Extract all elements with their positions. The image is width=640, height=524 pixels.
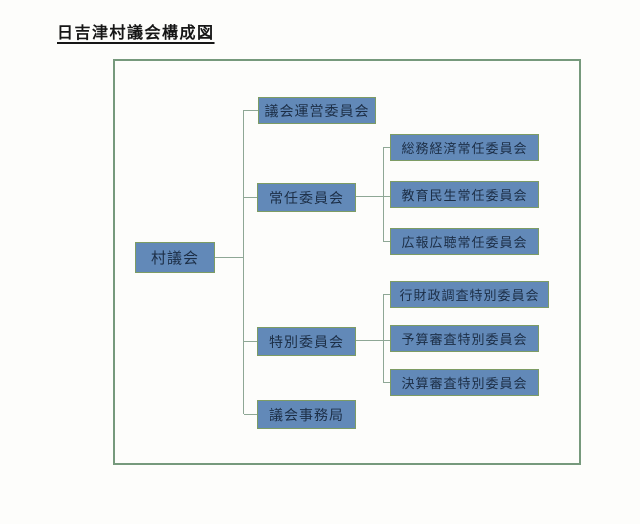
node-special-committees: 特別委員会 [257, 327, 356, 356]
node-council-secretariat: 議会事務局 [257, 400, 356, 429]
connector-line [384, 294, 390, 295]
node-label: 特別委員会 [269, 334, 344, 351]
connector-line [215, 257, 243, 258]
node-label: 決算審査特別委員会 [401, 377, 528, 392]
connector-line [244, 414, 257, 415]
connector-line [244, 197, 257, 198]
node-label: 村議会 [150, 249, 199, 267]
node-standing-committees: 常任委員会 [257, 183, 356, 212]
node-village-council: 村議会 [135, 242, 215, 273]
connector-line [384, 147, 390, 148]
node-label: 行財政調査特別委員会 [399, 289, 540, 304]
node-general-affairs-economy-standing-committee: 総務経済常任委員会 [390, 134, 539, 161]
node-label: 教育民生常任委員会 [401, 189, 528, 204]
diagram-title: 日吉津村議会構成図 [57, 23, 215, 42]
node-settlement-review-special-committee: 決算審査特別委員会 [390, 369, 539, 396]
node-label: 議会事務局 [269, 407, 344, 424]
connector-line [244, 110, 258, 111]
connector-line [383, 294, 384, 383]
diagram-frame [113, 59, 581, 465]
connector-line [383, 147, 384, 242]
node-council-steering-committee: 議会運営委員会 [258, 97, 376, 124]
node-label: 常任委員会 [269, 190, 344, 207]
node-public-relations-hearing-standing-committee: 広報広聴常任委員会 [390, 228, 539, 255]
connector-line [244, 341, 257, 342]
connector-line [243, 110, 244, 414]
connector-line [356, 340, 390, 341]
node-education-welfare-standing-committee: 教育民生常任委員会 [390, 181, 539, 208]
node-admin-finance-investigation-special-committee: 行財政調査特別委員会 [390, 281, 549, 308]
connector-line [356, 196, 390, 197]
node-label: 議会運営委員会 [264, 103, 370, 120]
node-label: 予算審査特別委員会 [401, 333, 528, 348]
connector-line [384, 382, 390, 383]
connector-line [384, 241, 390, 242]
node-label: 総務経済常任委員会 [401, 142, 528, 157]
node-budget-review-special-committee: 予算審査特別委員会 [390, 325, 539, 352]
node-label: 広報広聴常任委員会 [401, 236, 528, 251]
